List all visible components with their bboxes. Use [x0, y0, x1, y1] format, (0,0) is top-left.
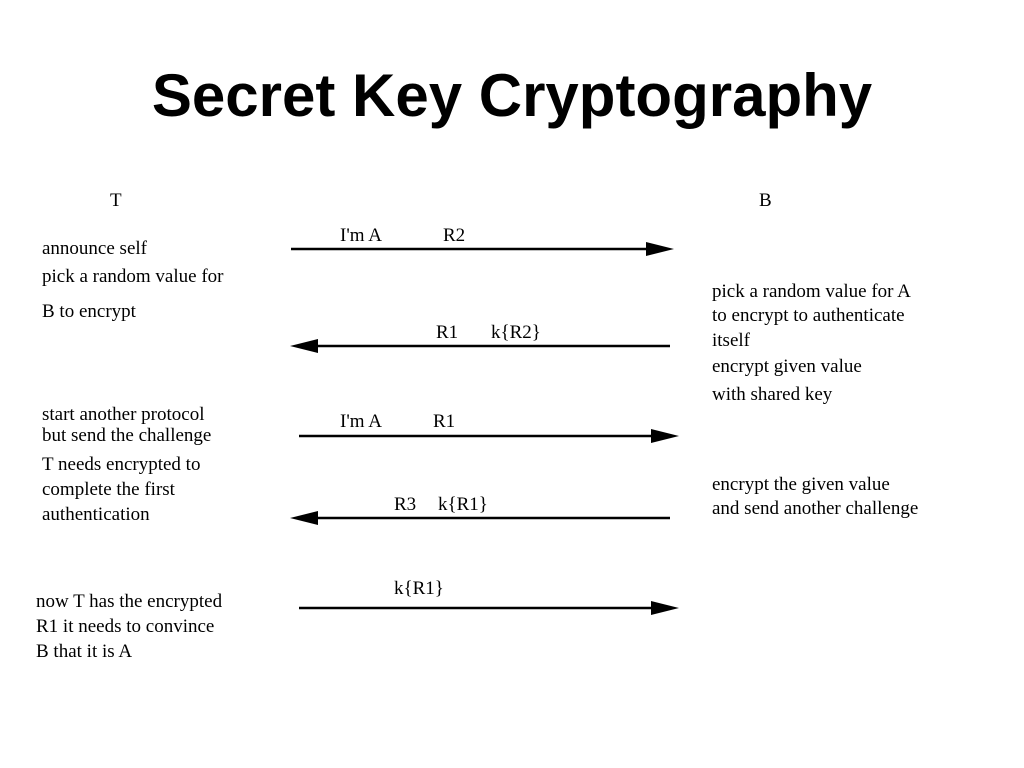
arrow-msg-4 — [290, 511, 670, 525]
left-note-2-line-5: authentication — [42, 504, 150, 525]
left-note-3-line-3: B that it is A — [36, 641, 133, 662]
arrow-msg-1 — [291, 242, 674, 256]
right-note-1-line-4: encrypt given value — [712, 356, 862, 377]
arrow-msg-2 — [290, 339, 670, 353]
arrow-msg-5 — [299, 601, 679, 615]
left-note-3-line-1: now T has the encrypted — [36, 591, 223, 612]
left-note-1-line-1: announce self — [42, 238, 147, 259]
party-b-label: B — [759, 190, 772, 211]
msg-2-label-a: R1 — [436, 322, 459, 343]
msg-3-label-b: R1 — [433, 411, 456, 432]
party-t-label: T — [110, 190, 122, 211]
left-note-1-line-2: pick a random value for — [42, 266, 224, 287]
msg-1-label-a: I'm A — [340, 225, 382, 246]
msg-1-label-b: R2 — [443, 225, 466, 246]
right-note-1-line-3: itself — [712, 330, 750, 351]
left-note-2-line-1: start another protocol — [42, 404, 205, 425]
right-note-1-line-5: with shared key — [712, 384, 833, 405]
slide-title: Secret Key Cryptography — [151, 62, 873, 129]
right-note-2-line-2: and send another challenge — [712, 498, 919, 519]
left-note-3-line-2: R1 it needs to convince — [36, 616, 215, 637]
right-note-2-line-1: encrypt the given value — [712, 474, 890, 495]
right-note-1-line-1: pick a random value for A — [712, 281, 911, 302]
msg-2-label-b: k{R2} — [491, 322, 541, 343]
msg-4-label-a: R3 — [394, 494, 417, 515]
msg-5-label-a: k{R1} — [394, 578, 444, 599]
arrow-msg-3 — [299, 429, 679, 443]
left-note-2-line-4: complete the first — [42, 479, 175, 500]
left-note-2-line-2: but send the challenge — [42, 425, 212, 446]
msg-4-label-b: k{R1} — [438, 494, 488, 515]
left-note-1-line-3: B to encrypt — [42, 301, 136, 322]
left-note-2-line-3: T needs encrypted to — [42, 454, 201, 475]
msg-3-label-a: I'm A — [340, 411, 382, 432]
right-note-1-line-2: to encrypt to authenticate — [712, 305, 905, 326]
